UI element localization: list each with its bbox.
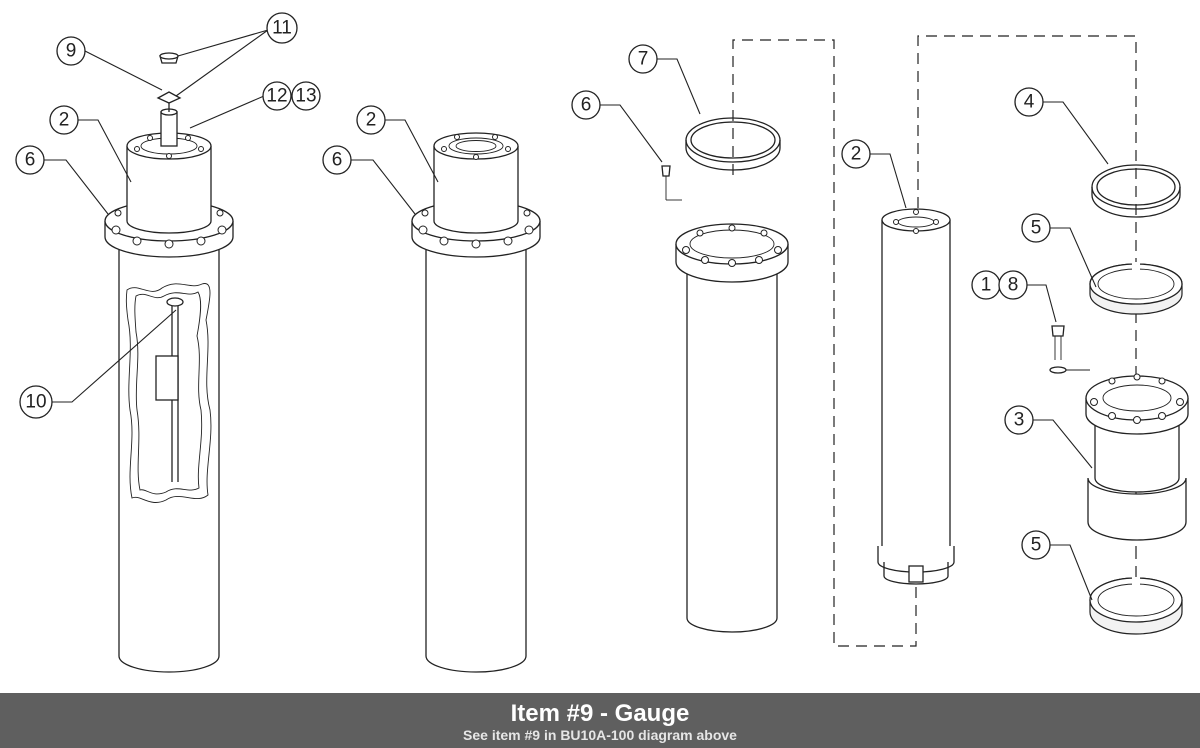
part-balloons: 9 11 12 13 2 6 10 2 6 7 6 2 4 5 1 8 3 5 xyxy=(15,12,1051,560)
svg-text:4: 4 xyxy=(1024,92,1035,113)
tank-tube-1 xyxy=(118,250,220,673)
svg-text:6: 6 xyxy=(25,150,36,171)
svg-text:8: 8 xyxy=(1008,275,1019,296)
svg-text:2: 2 xyxy=(366,110,377,131)
balloon-7: 7 xyxy=(628,44,658,74)
balloon-6-first: 6 xyxy=(15,145,45,175)
collar-1 xyxy=(126,146,212,234)
balloon-2-second: 2 xyxy=(356,105,386,135)
tank-tube-2 xyxy=(425,250,527,673)
caption-title: Item #9 - Gauge xyxy=(510,700,690,727)
balloon-13: 13 xyxy=(291,81,321,111)
svg-text:5: 5 xyxy=(1031,535,1042,556)
balloon-12: 12 xyxy=(262,81,292,111)
gauge-rod-top xyxy=(166,297,184,307)
svg-text:3: 3 xyxy=(1014,410,1025,431)
svg-text:11: 11 xyxy=(272,18,292,39)
hub-flange xyxy=(1085,375,1189,421)
balloon-5-upper: 5 xyxy=(1021,213,1051,243)
balloon-6-third: 6 xyxy=(571,90,601,120)
screw-6 xyxy=(661,165,671,177)
balloon-2-first: 2 xyxy=(49,105,79,135)
svg-text:9: 9 xyxy=(66,41,77,62)
assembly-path-left xyxy=(732,39,917,647)
balloon-3: 3 xyxy=(1004,405,1034,435)
svg-text:2: 2 xyxy=(851,144,862,165)
exploded-assembly xyxy=(661,35,1189,647)
assembly-path-right xyxy=(917,35,1137,548)
balloon-11: 11 xyxy=(266,12,298,44)
caption-subtitle: See item #9 in BU10A-100 diagram above xyxy=(463,727,737,743)
balloon-4: 4 xyxy=(1014,87,1044,117)
svg-text:2: 2 xyxy=(59,110,70,131)
svg-text:6: 6 xyxy=(332,150,343,171)
svg-text:5: 5 xyxy=(1031,218,1042,239)
balloon-1: 1 xyxy=(971,270,1001,300)
inner-tube-2 xyxy=(881,220,951,557)
balloon-6-second: 6 xyxy=(322,145,352,175)
gauge-float xyxy=(155,355,179,401)
assembly-with-gauge xyxy=(104,52,234,673)
svg-text:10: 10 xyxy=(25,392,46,413)
cutaway-window-outer xyxy=(125,283,212,503)
balloon-10: 10 xyxy=(19,385,53,419)
svg-text:7: 7 xyxy=(638,49,649,70)
tank-tube-3 xyxy=(686,262,778,633)
assembly-plain xyxy=(411,132,541,673)
gauge-head xyxy=(160,111,178,147)
balloon-2-third: 2 xyxy=(841,139,871,169)
bolt-1 xyxy=(1051,325,1065,337)
balloon-9: 9 xyxy=(56,36,86,66)
svg-text:1: 1 xyxy=(981,275,992,296)
leader-lines xyxy=(44,29,1109,601)
collar-2 xyxy=(433,146,519,234)
caption-bar: Item #9 - Gauge See item #9 in BU10A-100… xyxy=(0,693,1200,748)
svg-text:13: 13 xyxy=(295,86,316,107)
gauge-pointer xyxy=(156,91,182,104)
svg-text:6: 6 xyxy=(581,95,592,116)
balloon-5-lower: 5 xyxy=(1021,530,1051,560)
balloon-8: 8 xyxy=(998,270,1028,300)
cutaway-window-inner xyxy=(134,291,203,495)
diagram-canvas: 9 11 12 13 2 6 10 2 6 7 6 2 4 5 1 8 3 5 xyxy=(15,12,1189,673)
washer-8 xyxy=(1049,366,1067,374)
svg-text:12: 12 xyxy=(266,86,287,107)
